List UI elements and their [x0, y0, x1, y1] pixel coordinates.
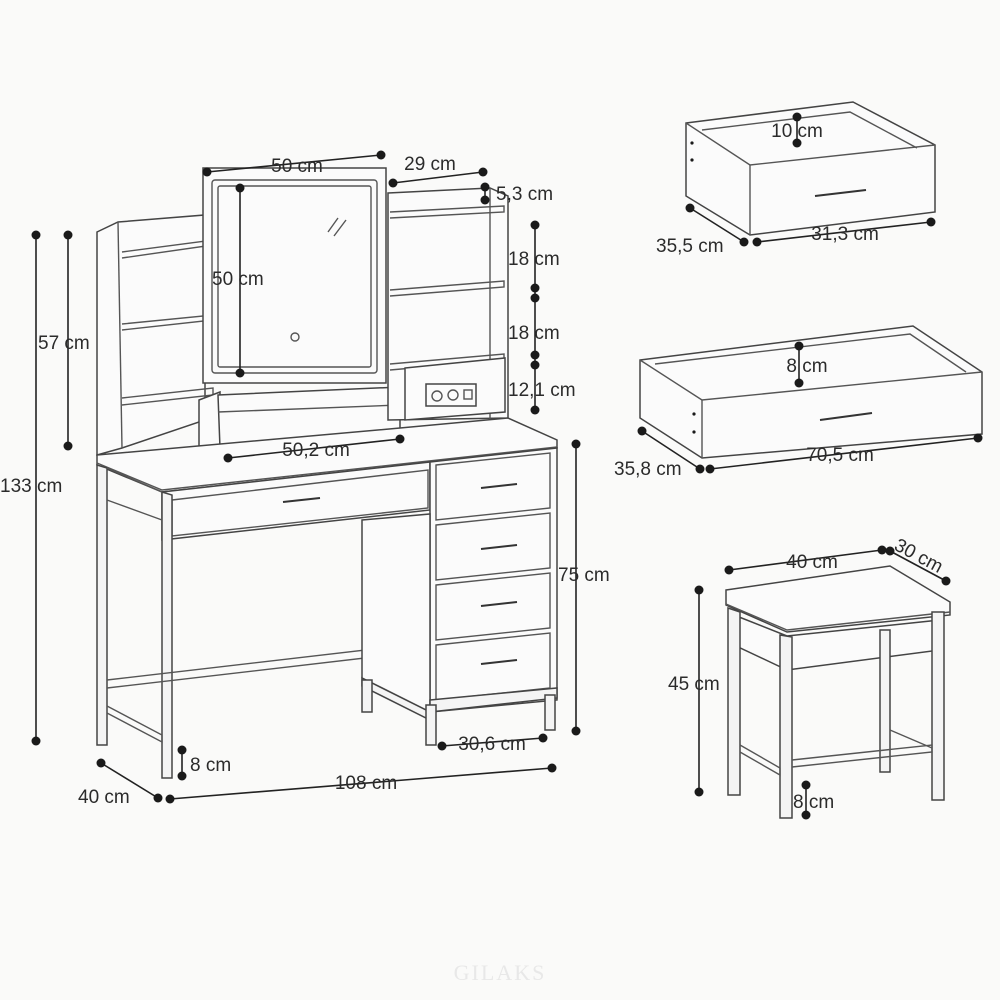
- watermark: GILAKS: [454, 960, 547, 985]
- label-large-drawer-depth: 35,8 cm: [614, 459, 682, 480]
- label-shelf-spacing-2: 18 cm: [508, 323, 560, 344]
- power-socket-icon: [425, 383, 477, 407]
- label-large-drawer-width: 70,5 cm: [806, 445, 874, 466]
- label-hutch-height: 57 cm: [38, 333, 90, 354]
- label-shelf-bottom: 12,1 cm: [508, 380, 576, 401]
- label-hutch-base-width: 50,2 cm: [282, 440, 350, 461]
- label-depth: 40 cm: [78, 787, 130, 808]
- label-leg-clearance: 8 cm: [190, 755, 231, 776]
- label-mirror-height: 50 cm: [212, 269, 264, 290]
- vanity-table: [96, 167, 558, 779]
- mirror: [202, 167, 387, 384]
- label-desk-height: 75 cm: [558, 565, 610, 586]
- label-stool-leg-clearance: 8 cm: [793, 792, 834, 813]
- dimension-lines: [31, 112, 983, 820]
- label-small-drawer-depth: 35,5 cm: [656, 236, 724, 257]
- label-stool-width: 40 cm: [786, 552, 838, 573]
- label-large-drawer-height: 8 cm: [786, 356, 827, 377]
- label-cabinet-width: 30,6 cm: [458, 734, 526, 755]
- label-mirror-width: 50 cm: [271, 156, 323, 177]
- label-shelf-width: 29 cm: [404, 154, 456, 175]
- label-small-drawer-height: 10 cm: [771, 121, 823, 142]
- label-shelf-top-gap: 5,3 cm: [496, 184, 553, 205]
- small-drawer: [685, 101, 936, 236]
- large-drawer: [639, 325, 983, 459]
- dimension-labels: 50 cm 29 cm 5,3 cm 50 cm 18 cm 18 cm 12,…: [0, 121, 946, 813]
- label-shelf-spacing-1: 18 cm: [508, 249, 560, 270]
- label-total-height: 133 cm: [0, 476, 62, 497]
- label-small-drawer-width: 31,3 cm: [811, 224, 879, 245]
- label-stool-height: 45 cm: [668, 674, 720, 695]
- label-total-width: 108 cm: [335, 773, 397, 794]
- stool: [725, 565, 951, 819]
